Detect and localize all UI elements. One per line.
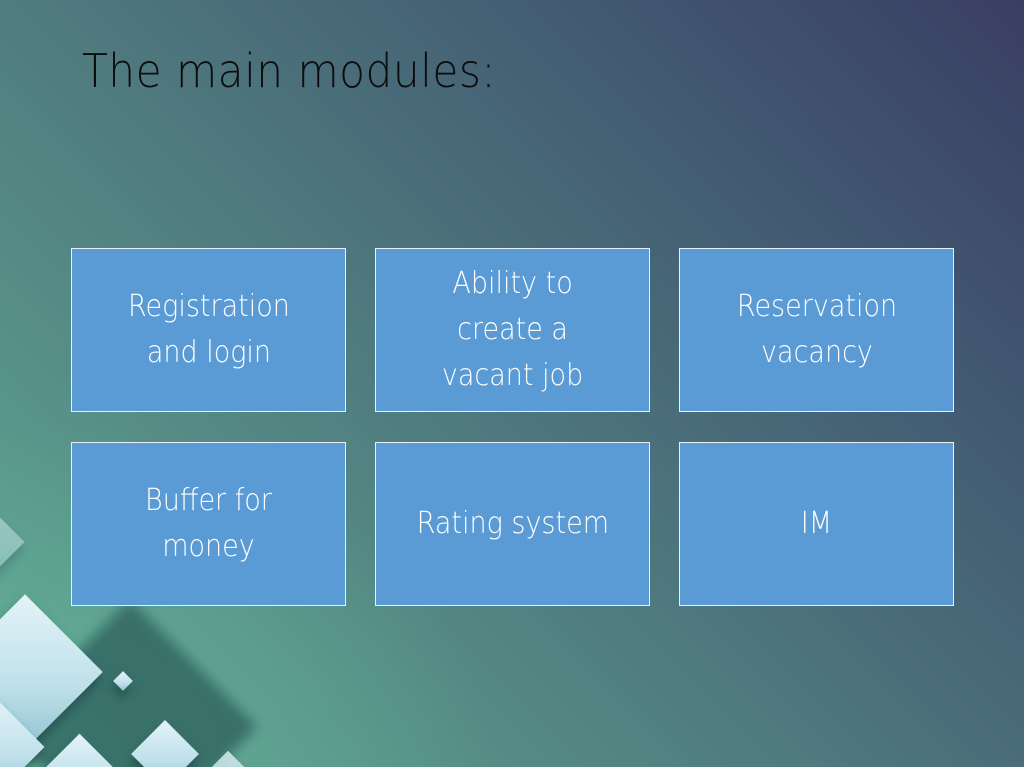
module-label: Registration and login [127,289,290,370]
module-box-reservation: Reservation vacancy [679,248,954,412]
slide-title: The main modules: [82,44,497,98]
module-label: Ability to create a vacant job [441,266,584,393]
decor-square-icon [0,492,25,592]
module-box-im: IM [679,442,954,606]
module-box-buffer: Buffer for money [71,442,346,606]
module-label: IM [800,506,833,541]
module-label: Reservation vacancy [736,289,897,370]
module-label: Rating system [416,506,609,541]
module-box-rating: Rating system [375,442,650,606]
module-label: Buffer for money [145,483,272,564]
module-box-create-vacancy: Ability to create a vacant job [375,248,650,412]
module-box-registration: Registration and login [71,248,346,412]
